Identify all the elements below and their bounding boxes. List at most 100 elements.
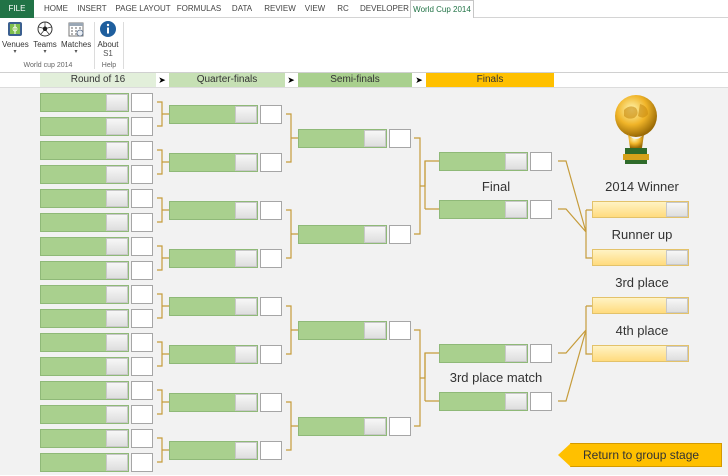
team-slot[interactable] [439,152,528,171]
score-cell[interactable] [260,393,282,412]
team-select-button[interactable] [235,154,257,171]
team-slot[interactable] [40,429,129,448]
team-slot[interactable] [40,213,129,232]
score-cell[interactable] [260,153,282,172]
team-select-button[interactable] [364,322,386,339]
team-select-button[interactable] [106,310,128,327]
team-slot[interactable] [40,381,129,400]
score-cell[interactable] [389,321,411,340]
team-slot[interactable] [169,201,258,220]
tab-rc[interactable]: RC [337,4,349,13]
score-cell[interactable] [260,249,282,268]
team-slot[interactable] [439,344,528,363]
tab-file[interactable]: FILE [0,0,34,18]
score-cell[interactable] [260,297,282,316]
team-slot[interactable] [298,417,387,436]
team-slot[interactable] [40,357,129,376]
tab-data[interactable]: DATA [231,4,253,13]
team-select-button[interactable] [235,442,257,459]
venues-button[interactable]: Venues ▾ [2,20,29,55]
score-cell[interactable] [260,345,282,364]
team-slot[interactable] [40,261,129,280]
team-select-button[interactable] [106,286,128,303]
score-cell[interactable] [389,225,411,244]
team-select-button[interactable] [235,394,257,411]
score-cell[interactable] [131,357,153,376]
team-select-button[interactable] [364,130,386,147]
team-select-button[interactable] [106,262,128,279]
runner-up-slot[interactable] [592,249,689,266]
team-slot[interactable] [169,249,258,268]
team-slot[interactable] [169,105,258,124]
score-cell[interactable] [131,309,153,328]
tab-home[interactable]: HOME [44,4,68,13]
team-slot[interactable] [169,393,258,412]
team-slot[interactable] [40,333,129,352]
tab-page-layout[interactable]: PAGE LAYOUT [115,4,171,13]
team-slot[interactable] [439,200,528,219]
team-slot[interactable] [169,345,258,364]
team-slot[interactable] [169,297,258,316]
team-select-button[interactable] [106,358,128,375]
team-select-button[interactable] [106,94,128,111]
score-cell[interactable] [530,152,552,171]
score-cell[interactable] [530,344,552,363]
score-cell[interactable] [131,93,153,112]
winner-slot[interactable] [592,201,689,218]
third-place-button[interactable] [666,298,688,313]
team-select-button[interactable] [505,153,527,170]
team-slot[interactable] [169,441,258,460]
score-cell[interactable] [131,213,153,232]
fourth-place-button[interactable] [666,346,688,361]
score-cell[interactable] [131,333,153,352]
tab-review[interactable]: REVIEW [264,4,296,13]
tab-developer[interactable]: DEVELOPER [360,4,409,13]
team-slot[interactable] [40,405,129,424]
score-cell[interactable] [131,405,153,424]
runner-up-button[interactable] [666,250,688,265]
team-select-button[interactable] [364,226,386,243]
team-select-button[interactable] [235,346,257,363]
score-cell[interactable] [131,285,153,304]
score-cell[interactable] [131,381,153,400]
team-select-button[interactable] [106,166,128,183]
score-cell[interactable] [530,392,552,411]
team-select-button[interactable] [106,430,128,447]
tab-formulas[interactable]: FORMULAS [176,4,222,13]
team-select-button[interactable] [106,406,128,423]
score-cell[interactable] [260,441,282,460]
team-slot[interactable] [298,321,387,340]
team-select-button[interactable] [235,250,257,267]
team-select-button[interactable] [505,345,527,362]
team-slot[interactable] [439,392,528,411]
team-slot[interactable] [40,141,129,160]
score-cell[interactable] [530,200,552,219]
team-slot[interactable] [40,117,129,136]
team-select-button[interactable] [106,142,128,159]
team-select-button[interactable] [106,118,128,135]
team-slot[interactable] [169,153,258,172]
score-cell[interactable] [131,429,153,448]
score-cell[interactable] [389,129,411,148]
return-to-group-stage-button[interactable]: Return to group stage [558,443,722,467]
score-cell[interactable] [131,165,153,184]
team-slot[interactable] [40,93,129,112]
winner-button[interactable] [666,202,688,217]
team-slot[interactable] [40,453,129,472]
team-select-button[interactable] [505,201,527,218]
score-cell[interactable] [260,201,282,220]
tab-world-cup-2014[interactable]: World Cup 2014 [410,0,474,19]
team-select-button[interactable] [106,190,128,207]
team-select-button[interactable] [106,214,128,231]
team-slot[interactable] [40,189,129,208]
score-cell[interactable] [389,417,411,436]
team-slot[interactable] [298,129,387,148]
team-slot[interactable] [40,165,129,184]
team-select-button[interactable] [106,238,128,255]
score-cell[interactable] [131,453,153,472]
team-slot[interactable] [40,285,129,304]
teams-button[interactable]: Teams ▾ [32,20,58,55]
about-button[interactable]: About S1 [96,20,120,59]
team-select-button[interactable] [235,106,257,123]
matches-button[interactable]: Matches ▾ [61,20,91,55]
